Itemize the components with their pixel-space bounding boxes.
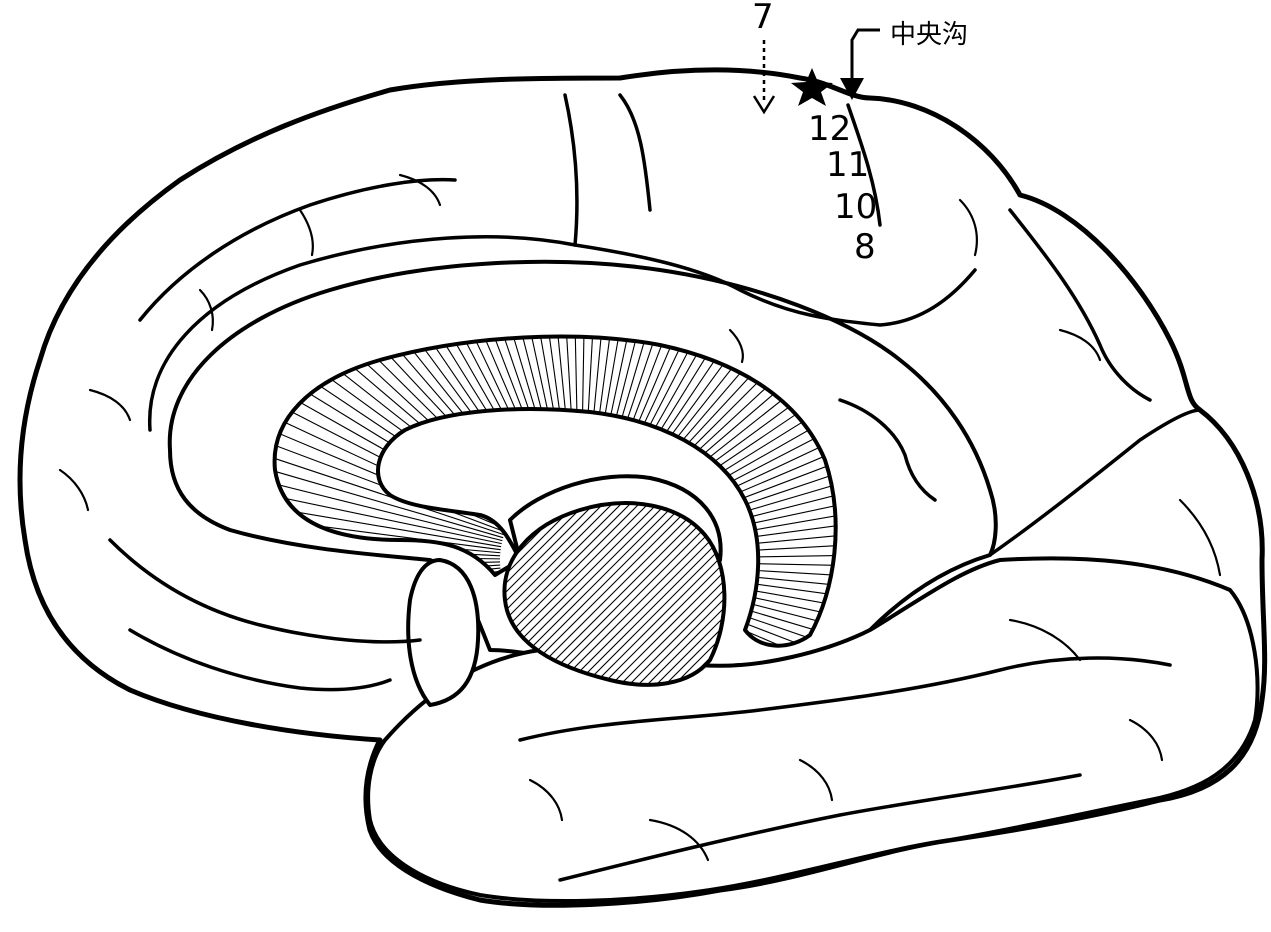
minor-sulcus [958,198,978,257]
minor-sulcus [728,328,744,364]
hatch-line [631,503,725,685]
minor-sulcus [798,758,834,802]
hatch-line [274,418,506,533]
minor-sulcus [198,288,214,332]
central-sulcus-label: 中央沟 [890,20,969,50]
hatch-line [274,477,502,545]
hatch-line [504,503,617,685]
hatch-line [504,503,572,685]
hatch-line [274,507,501,551]
hatch-line [658,503,725,685]
minor-sulcus [1058,328,1102,362]
hatch-line [504,503,599,685]
hatch-line [595,503,725,685]
minor-sulcus [298,208,314,257]
hatch-line [504,503,671,685]
point-7-label: 7 [752,0,774,37]
arrow-down-icon [840,78,864,100]
hatch-line [622,503,725,685]
minor-sulcus [1128,718,1164,762]
hatch-line [640,503,725,685]
orbital-sulcus [128,628,392,692]
point-12-label: 12 [808,109,852,149]
rhinal-sulcus [108,538,422,644]
parieto-occipital-sulcus [1008,208,1152,402]
hatch-line [504,503,608,685]
hatch-line [504,503,590,685]
paracentral-sulcus [563,93,579,247]
hatch-line [586,503,725,685]
minor-sulcus [1178,498,1222,577]
hatch-line [559,503,725,685]
hatch-line [274,447,504,539]
cingulate-sulcus [147,235,977,432]
hatch-line [504,503,626,685]
point-8-label: 8 [854,227,876,267]
hatch-line [274,492,502,548]
arrow-down-icon [850,28,880,88]
hatch-line [274,462,503,542]
hatch-line [504,503,635,685]
minor-sulcus [58,468,90,512]
point-11-label: 11 [826,145,870,185]
hatch-line [613,503,725,685]
minor-sulcus [88,388,132,422]
hatch-line [504,503,644,685]
uncus [406,558,481,707]
minor-sulcus [528,778,564,822]
hatch-line [667,503,725,685]
arrow-down-icon [752,95,776,115]
hatch-line [504,503,653,685]
hatch-line [604,503,725,685]
hatch-line [274,433,505,536]
subparietal-sulcus [838,398,937,502]
marginal-sulcus [618,93,652,212]
minor-sulcus [398,173,442,207]
calcarine-sulcus [988,408,1202,557]
hatch-line [649,503,725,685]
collateral-sulcus [518,656,1172,742]
hatch-line [504,503,662,685]
hatch-line [568,503,725,685]
star-icon [791,68,833,106]
central-sulcus-line [846,103,882,227]
occipitotemporal-sulcus [558,773,1082,882]
hatch-line [504,503,581,685]
minor-sulcus [1008,618,1082,662]
point-10-label: 10 [834,187,878,227]
hatch-line [577,503,725,685]
minor-sulcus [648,818,710,862]
